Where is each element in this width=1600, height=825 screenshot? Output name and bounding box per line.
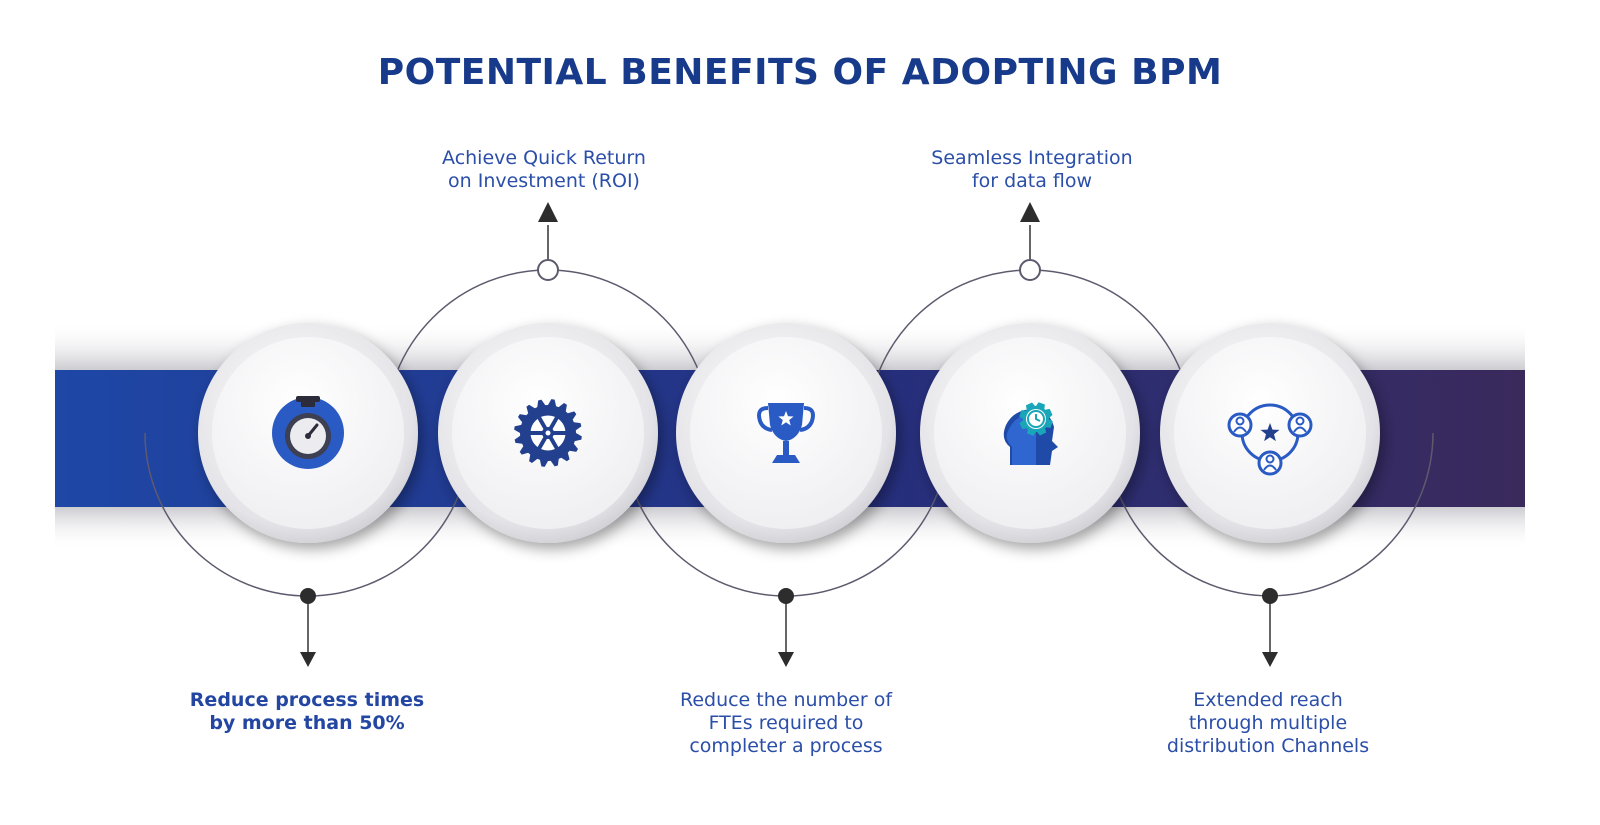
- benefit-label-2: Achieve Quick Return on Investment (ROI): [442, 147, 646, 192]
- benefit-disc-3: [676, 323, 896, 543]
- connector-4: [866, 202, 1194, 434]
- arrow-up-icon: [1020, 202, 1040, 222]
- connector-layer: [144, 202, 1434, 667]
- arrow-down-icon: [300, 652, 316, 667]
- benefit-disc-1: [198, 323, 418, 543]
- connector-3: [622, 432, 950, 667]
- arrow-down-icon: [778, 652, 794, 667]
- page-title: POTENTIAL BENEFITS OF ADOPTING BPM: [377, 52, 1223, 93]
- connector-node-2: [537, 259, 559, 281]
- benefit-disc-4: [920, 323, 1140, 543]
- benefit-label-3: Reduce the number of FTEs required to co…: [679, 689, 893, 757]
- head-gear-clock-icon: [1003, 402, 1058, 465]
- connector-node-5: [1262, 588, 1278, 604]
- connector-5: [1106, 432, 1434, 667]
- connector-2: [384, 202, 712, 434]
- benefit-disc-5: [1160, 323, 1380, 543]
- connector-node-1: [300, 588, 316, 604]
- benefit-label-5: Extended reach through multiple distribu…: [1166, 689, 1370, 757]
- benefit-label-4: Seamless Integration for data flow: [931, 147, 1133, 192]
- connector-1: [144, 432, 472, 667]
- arrow-down-icon: [1262, 652, 1278, 667]
- trophy-icon: [757, 403, 815, 463]
- connector-node-3: [778, 588, 794, 604]
- benefit-disc-2: [438, 323, 658, 543]
- connector-node-4: [1019, 259, 1041, 281]
- distribution-network-icon: [1227, 403, 1313, 476]
- benefit-label-1: Reduce process times by more than 50%: [189, 689, 425, 734]
- arrow-up-icon: [538, 202, 558, 222]
- disc-layer: [198, 323, 1380, 543]
- gear-wheel-icon: [514, 399, 582, 467]
- stopwatch-icon: [272, 396, 344, 469]
